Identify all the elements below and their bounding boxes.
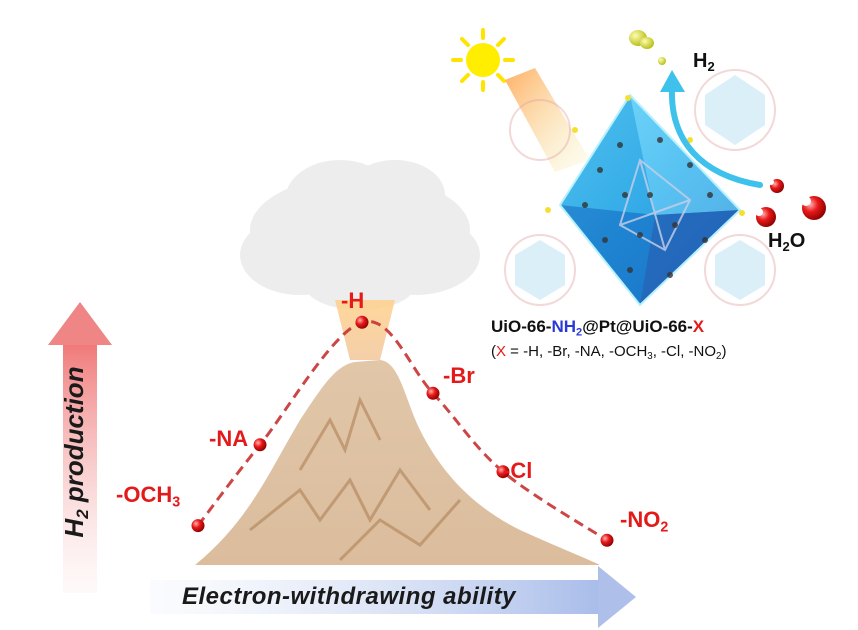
h2-molecule-icon (629, 30, 666, 65)
y-axis-title: H2 production (58, 366, 93, 538)
sun-icon (451, 28, 515, 92)
h2-evolution-arrow (660, 70, 763, 188)
y-axis-arrow (48, 302, 112, 593)
label-h: -H (341, 288, 365, 313)
substituent-list: (X = -H, -Br, -NA, -OCH3, -Cl, -NO2) (491, 343, 727, 362)
label-no2: -NO2 (620, 507, 669, 536)
h2o-molecule-icon (755, 179, 826, 227)
x-axis-title: Electron-withdrawing ability (182, 583, 517, 610)
mof-framework (504, 69, 776, 306)
light-beam (505, 68, 590, 172)
catalyst-formula: UiO-66-NH2@Pt@UiO-66-X (491, 317, 705, 339)
data-point-h (355, 315, 369, 329)
data-point-na (253, 438, 267, 452)
h2o-label: H2O (768, 230, 806, 254)
octahedron-catalyst (545, 93, 745, 307)
data-point-no2 (600, 533, 614, 547)
series-layer (191, 315, 614, 547)
data-point-br (426, 386, 440, 400)
data-point-cl (496, 465, 510, 479)
label-och3: -OCH3 (116, 482, 181, 511)
volcano-illustration (195, 300, 600, 565)
x-axis-arrow (150, 566, 636, 628)
label-na: -NA (209, 426, 249, 451)
label-br: -Br (443, 363, 475, 388)
h2-label: H2 (693, 50, 715, 74)
data-point-och3 (191, 519, 205, 533)
smoke-cloud (240, 160, 480, 310)
label-cl: -Cl (503, 458, 533, 483)
